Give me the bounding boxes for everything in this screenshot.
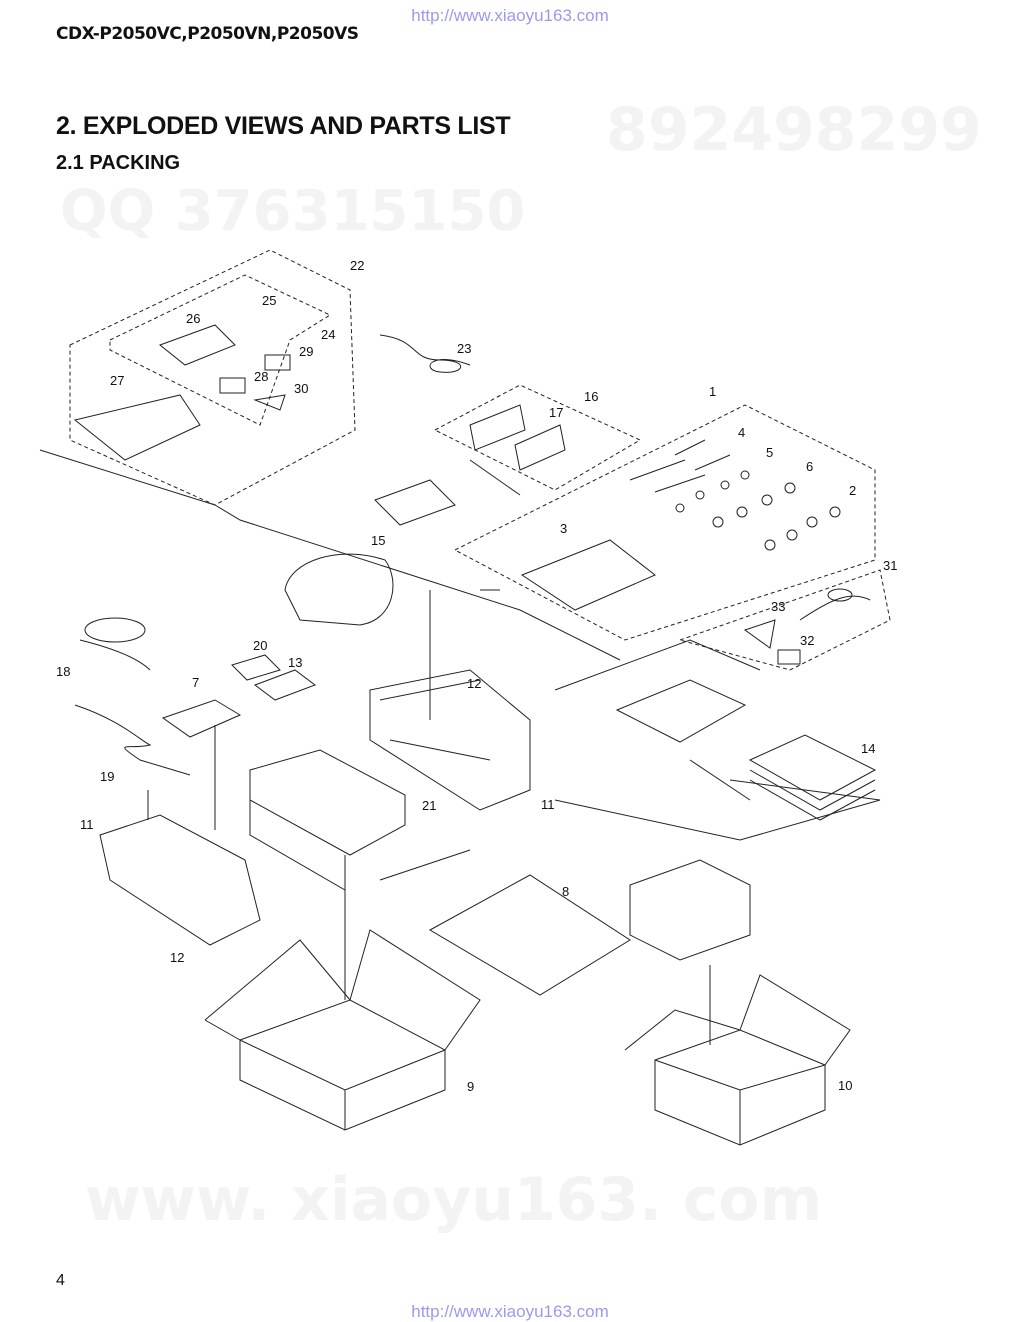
carton-box-large [204,929,481,1131]
screws [629,439,841,551]
callout-25: 25 [262,293,276,308]
callout-14: 14 [861,741,875,756]
page-number: 4 [56,1272,65,1289]
header-url[interactable]: http://www.xiaoyu163.com [411,6,609,25]
callout-6: 6 [806,459,813,474]
callout-11b: 11 [80,817,94,832]
brackets [469,404,566,471]
inner-box [629,859,751,961]
callout-5: 5 [766,445,773,460]
connector-lines [39,449,881,1045]
callout-22: 22 [350,258,364,273]
callout-15: 15 [371,533,385,548]
section-title: 2.1 PACKING [56,152,181,174]
poly-bags [73,324,747,996]
callout-7: 7 [192,675,199,690]
watermark-number: 892498299 [606,95,982,165]
unit-case [249,749,406,891]
footer-url[interactable]: http://www.xiaoyu163.com [411,1302,609,1321]
group-outlines [69,249,891,671]
callout-12b: 12 [170,950,184,965]
callout-23: 23 [457,341,471,356]
watermark-site: www. xiaoyu163. com [85,1165,823,1235]
model-number: CDX-P2050VC,P2050VN,P2050VS [56,24,359,44]
callout-11: 11 [541,797,555,812]
callout-30: 30 [294,381,308,396]
callout-10: 10 [838,1078,852,1093]
cushion-top [369,669,531,811]
callout-8: 8 [562,884,569,899]
cd-changer-unit [284,553,394,626]
accessories [74,334,871,776]
page-title: 2. EXPLODED VIEWS AND PARTS LIST [56,112,511,140]
callout-21: 21 [422,798,436,813]
callout-13: 13 [288,655,302,670]
callout-labels: 22 25 24 26 29 28 30 27 23 16 17 1 4 5 6… [56,258,897,1094]
manuals [748,734,877,821]
cushion-bottom [99,814,261,946]
callout-4: 4 [738,425,745,440]
callout-19: 19 [100,769,114,784]
callout-3: 3 [560,521,567,536]
callout-33: 33 [771,599,785,614]
callout-29: 29 [299,344,313,359]
callout-1: 1 [709,384,716,399]
callout-12: 12 [467,676,481,691]
callout-2: 2 [849,483,856,498]
callout-27: 27 [110,373,124,388]
watermark-qq: QQ 376315150 [60,179,526,244]
pads [231,654,317,701]
callout-9: 9 [467,1079,474,1094]
callout-20: 20 [253,638,267,653]
callout-16: 16 [584,389,598,404]
callout-18: 18 [56,664,70,679]
callout-28: 28 [254,369,268,384]
callout-31: 31 [883,558,897,573]
callout-24: 24 [321,327,335,342]
carton-box-small [624,974,851,1146]
callout-32: 32 [800,633,814,648]
callout-26: 26 [186,311,200,326]
callout-17: 17 [549,405,563,420]
